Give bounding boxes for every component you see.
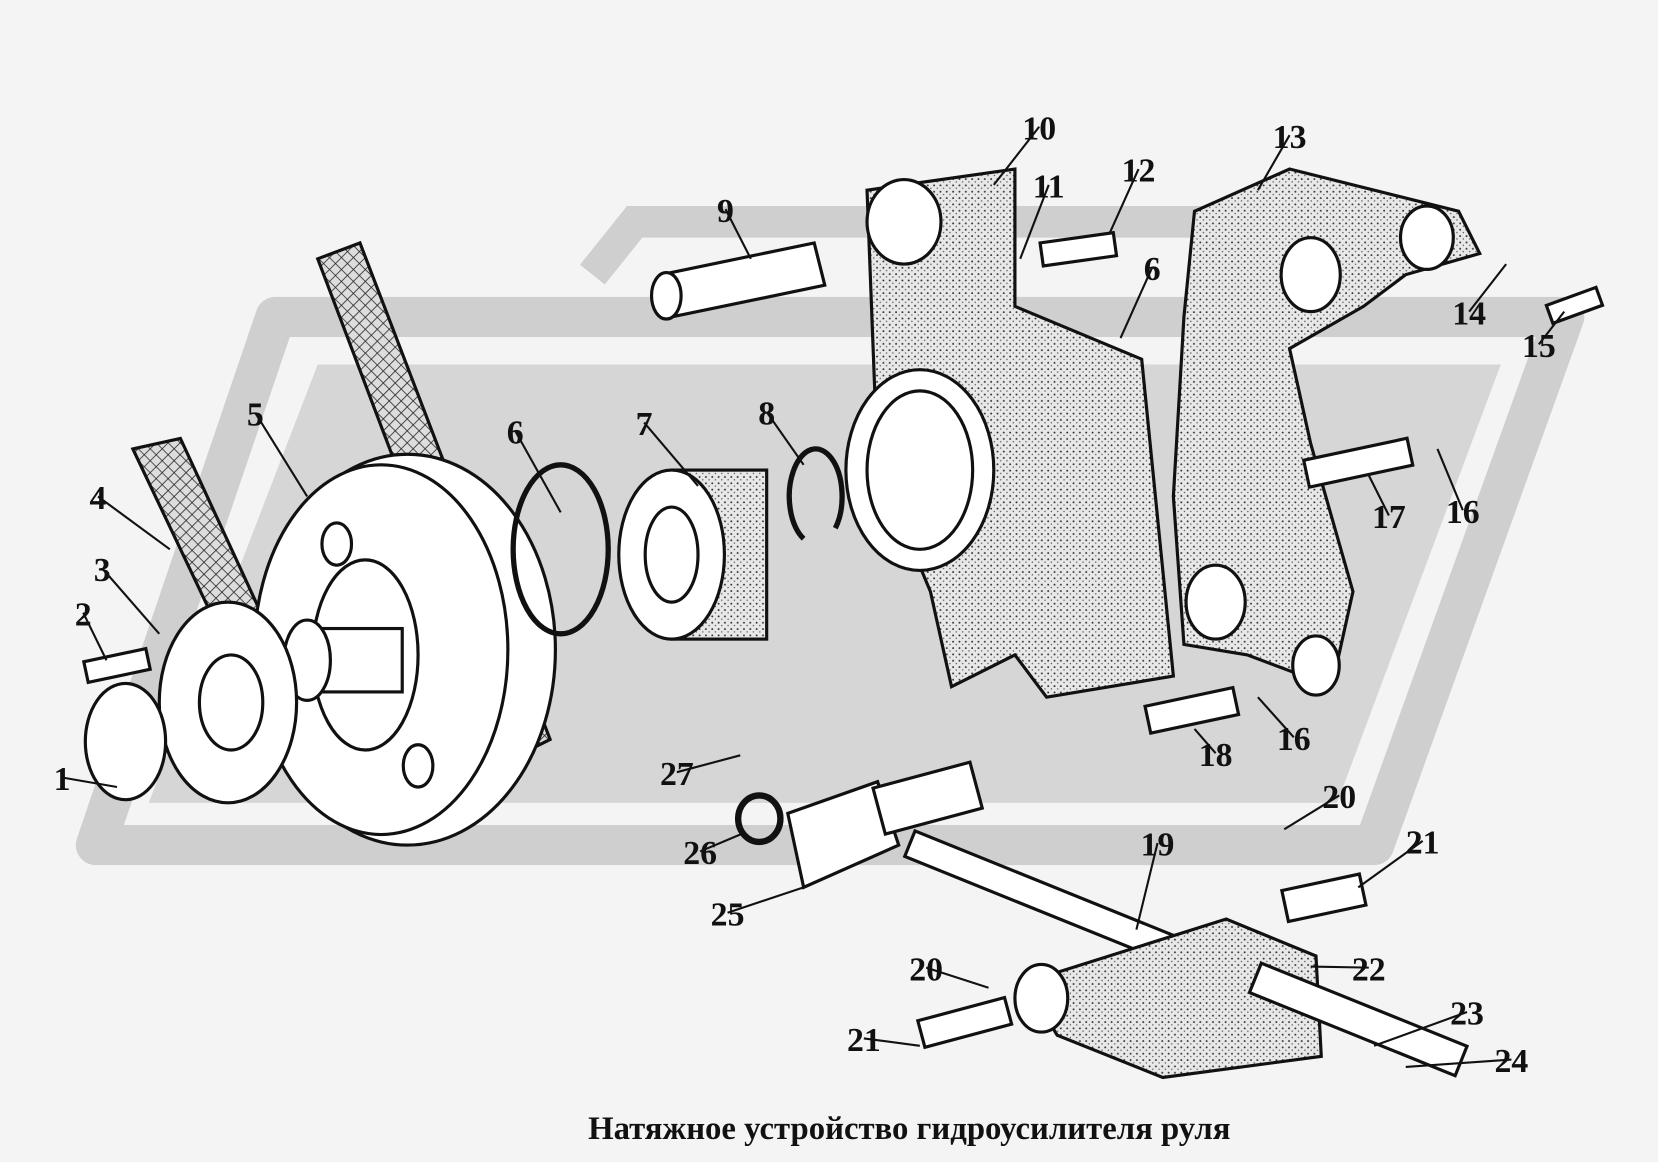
callout-label: 25 xyxy=(711,896,745,933)
leader-line xyxy=(765,411,805,466)
leader-line xyxy=(699,833,741,853)
bolt-12 xyxy=(1038,230,1119,268)
callout-label: 26 xyxy=(683,835,717,872)
callout-label: 3 xyxy=(94,552,111,589)
pin-21-upper xyxy=(1279,872,1368,924)
callout-label: 6 xyxy=(507,415,524,452)
bearing xyxy=(617,468,769,641)
callout-label: 14 xyxy=(1452,295,1486,332)
leader-line xyxy=(61,776,118,789)
callout-label: 5 xyxy=(247,397,264,434)
cap xyxy=(83,681,168,802)
retaining-ring-6 xyxy=(510,462,611,637)
leader-line xyxy=(863,1037,920,1047)
leader-line xyxy=(724,208,752,260)
diagram-caption: Натяжное устройство гидроусилителя руля xyxy=(588,1111,1230,1147)
callout-label: 1 xyxy=(54,761,71,798)
leader-line xyxy=(1436,448,1464,511)
housing-10 xyxy=(844,167,1176,699)
leader-line xyxy=(727,886,804,914)
leader-line xyxy=(1257,696,1295,739)
callout-label: 23 xyxy=(1450,996,1484,1033)
pin-2 xyxy=(81,646,153,685)
leader-lines xyxy=(61,126,1566,1068)
leader-line xyxy=(82,612,108,661)
leader-line xyxy=(1538,310,1566,346)
leader-line xyxy=(1310,965,1369,969)
leader-line xyxy=(1193,728,1217,754)
yoke-22 xyxy=(1013,917,1323,1080)
leader-line xyxy=(925,966,989,989)
leader-line xyxy=(643,421,699,487)
axle-9 xyxy=(649,241,827,321)
leader-line xyxy=(1109,168,1140,233)
callout-label: 15 xyxy=(1522,328,1556,365)
leader-line xyxy=(101,567,161,635)
bracket-13 xyxy=(1171,167,1482,697)
callout-label: 13 xyxy=(1273,119,1307,156)
callout-label: 8 xyxy=(758,396,775,433)
leader-line xyxy=(992,126,1041,186)
leader-line xyxy=(1256,134,1291,191)
callout-label: 27 xyxy=(660,756,694,793)
leader-line xyxy=(1119,266,1154,339)
adjusting-screw-24 xyxy=(1247,961,1470,1078)
pin-21-lower xyxy=(915,995,1014,1050)
shaft xyxy=(282,618,404,702)
callout-label: 16 xyxy=(1446,494,1480,531)
leader-line xyxy=(254,412,309,498)
callout-label: 17 xyxy=(1372,499,1406,536)
callout-label: 21 xyxy=(1406,825,1440,862)
circlip-8 xyxy=(786,446,845,541)
callout-label: 7 xyxy=(636,406,653,443)
callout-label: 4 xyxy=(90,480,107,517)
fork-25 xyxy=(734,760,985,890)
callout-label: 22 xyxy=(1352,951,1386,988)
leader-line xyxy=(1283,794,1340,831)
leader-line xyxy=(1405,1058,1512,1068)
leader-line xyxy=(1367,474,1390,516)
flange xyxy=(157,600,299,805)
leader-line xyxy=(1135,842,1159,930)
leader-line xyxy=(1357,840,1424,889)
leader-line xyxy=(1019,184,1050,260)
leader-line xyxy=(676,754,741,774)
bolt-15 xyxy=(1544,285,1605,326)
leader-line xyxy=(97,495,171,551)
callout-label: 24 xyxy=(1495,1043,1529,1080)
leader-line xyxy=(514,430,562,513)
leader-line xyxy=(1373,1011,1468,1047)
callout-label: 20 xyxy=(909,951,943,988)
leader-line xyxy=(1468,263,1507,313)
callout-label: 20 xyxy=(1322,779,1356,816)
bolt-18 xyxy=(1143,685,1241,736)
callout-label: 16 xyxy=(1277,721,1311,758)
callout-label: 18 xyxy=(1199,737,1233,774)
bolt-17 xyxy=(1301,436,1415,489)
